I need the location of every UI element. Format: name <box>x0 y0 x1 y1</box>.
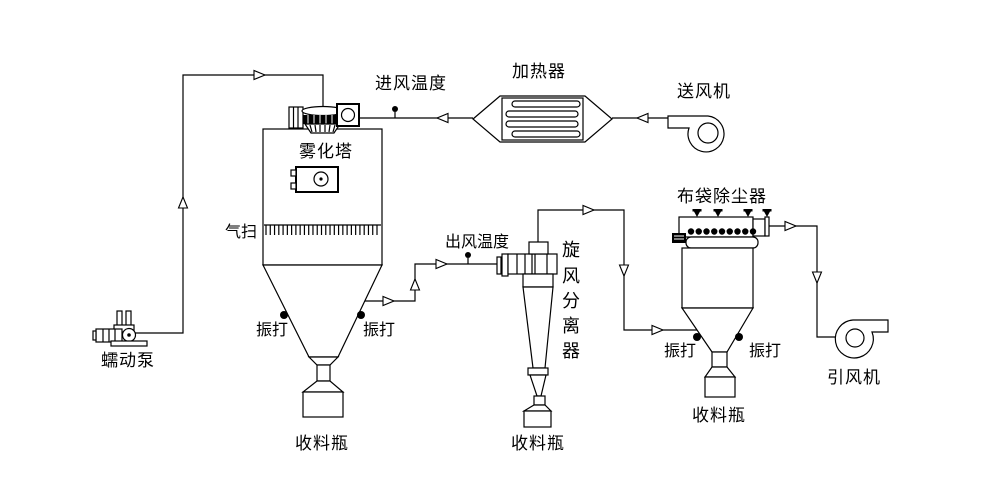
svg-text:风: 风 <box>562 266 580 287</box>
tower-body <box>262 128 383 266</box>
supply-fan-label: 送风机 <box>677 82 731 102</box>
rapper-label: 振打 <box>363 320 395 339</box>
bag-dust-collector <box>672 209 772 398</box>
bagfilter-body <box>681 247 754 309</box>
inlet-temp-sensor <box>392 106 398 118</box>
supply-fan <box>667 115 725 153</box>
inlet-temp-label: 进风温度 <box>375 74 447 94</box>
arrow-down-icon <box>618 264 630 278</box>
collection-bottle-label: 收料瓶 <box>295 434 349 454</box>
tower-collection-bottle <box>302 391 344 418</box>
rapper-label: 振打 <box>749 341 781 360</box>
tower-window <box>290 166 339 193</box>
heater-label: 加热器 <box>512 62 566 82</box>
peristaltic-pump <box>92 310 148 347</box>
bagfilter-outlet-pipeline <box>769 220 848 338</box>
arrow-left-icon <box>635 112 649 124</box>
rapper-hammer <box>357 311 365 319</box>
rapper-label: 振打 <box>664 341 696 360</box>
cyclone-cone <box>522 286 554 369</box>
feed-pipeline <box>135 69 324 334</box>
collection-bottle-label: 收料瓶 <box>511 434 565 454</box>
cyclone-separator <box>496 241 558 428</box>
arrow-right-icon <box>582 204 596 216</box>
induced-draft-fan <box>834 319 889 359</box>
peristaltic-pump-label: 蠕动泵 <box>101 351 155 371</box>
cyclone-outlet-pipeline <box>537 204 697 336</box>
air-sweep-hatch <box>265 225 378 235</box>
cyclone-outlet-stub <box>528 241 549 255</box>
svg-text:分: 分 <box>562 291 580 312</box>
arrow-up-icon <box>177 195 189 209</box>
atomization-tower-label: 雾化塔 <box>299 142 353 162</box>
arrow-up-icon <box>409 277 421 291</box>
bag-dust-collector-label: 布袋除尘器 <box>677 187 767 207</box>
rapper-label: 振打 <box>256 320 288 339</box>
arrow-right-icon <box>382 295 396 307</box>
tower-outlet-pipeline <box>322 258 498 307</box>
rapper-hammer <box>280 311 288 319</box>
rapper-hammer <box>693 333 701 341</box>
atomizer <box>288 103 360 134</box>
heater <box>472 95 613 143</box>
collection-bottle-label: 收料瓶 <box>692 406 746 426</box>
arrow-down-icon <box>811 271 823 285</box>
bag-cap-dots <box>687 228 757 235</box>
svg-text:旋: 旋 <box>562 240 580 261</box>
arrow-right-icon <box>784 220 798 232</box>
air-sweep-label: 气扫 <box>225 222 257 241</box>
arrow-right-icon <box>435 258 449 270</box>
bagfilter-collection-bottle <box>704 376 736 398</box>
tower-cone <box>262 264 383 418</box>
outlet-temp-sensor <box>465 252 471 264</box>
hot-air-pipeline <box>359 112 672 124</box>
cyclone-label: 旋 风 分 离 器 <box>562 240 580 362</box>
bag-manifold <box>685 236 759 249</box>
arrow-right-icon <box>651 324 665 336</box>
induced-draft-fan-label: 引风机 <box>827 368 881 388</box>
rapper-hammer <box>735 333 743 341</box>
svg-text:器: 器 <box>562 341 580 362</box>
atomization-tower <box>262 103 383 418</box>
outlet-temp-label: 出风温度 <box>445 232 509 251</box>
arrow-right-icon <box>253 69 267 81</box>
svg-text:离: 离 <box>562 316 580 337</box>
arrow-left-icon <box>435 112 449 124</box>
pulse-nozzles <box>692 209 772 217</box>
cyclone-collection-bottle <box>523 410 552 428</box>
